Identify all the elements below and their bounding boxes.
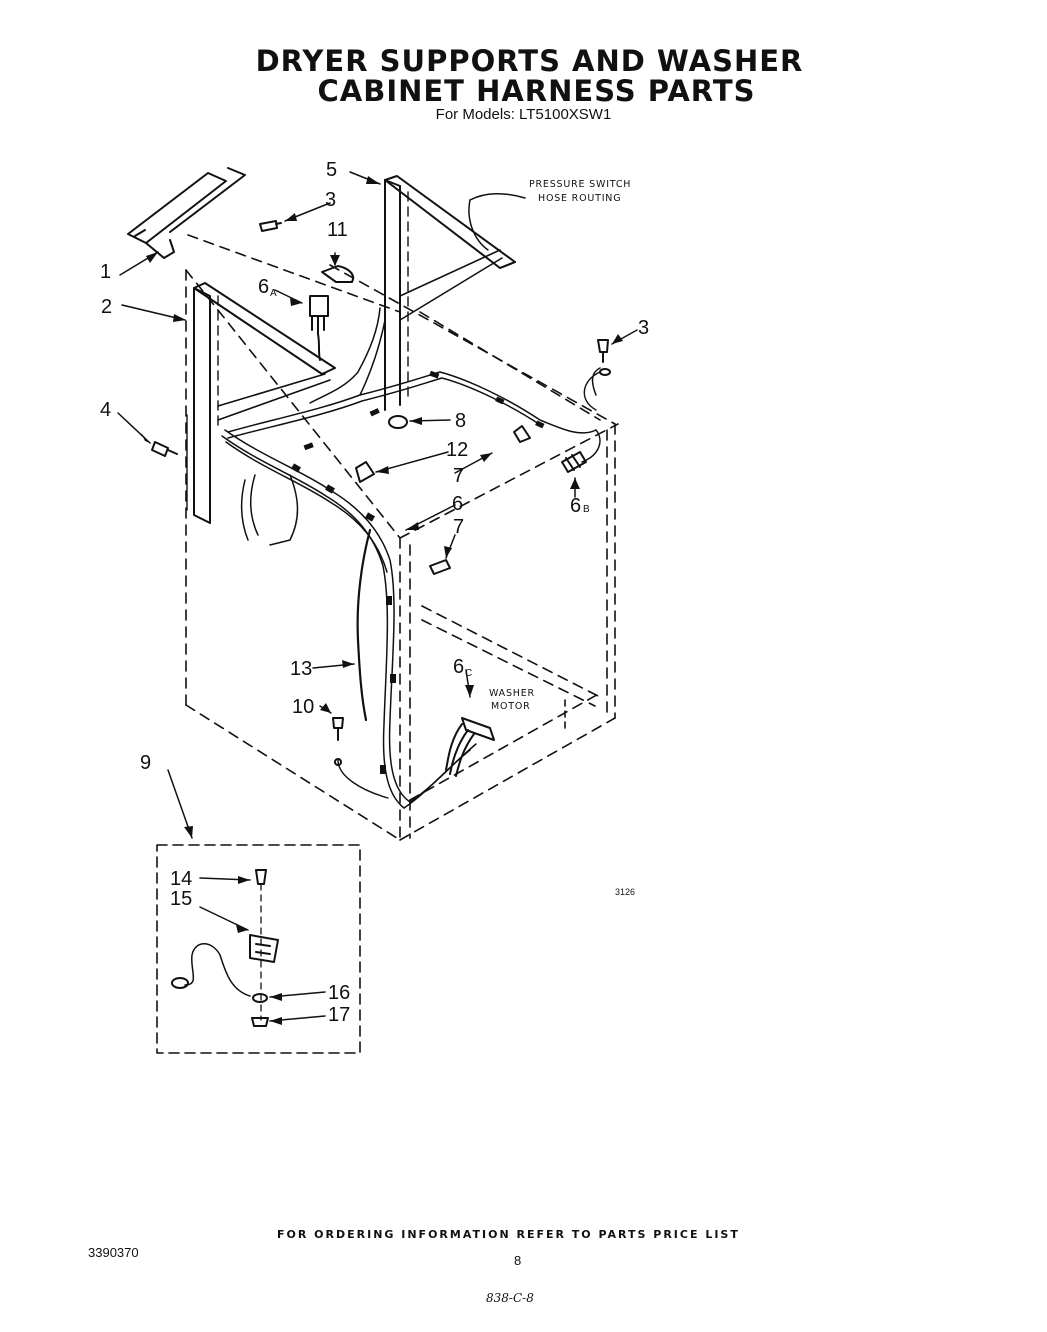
leader-lines: [117, 171, 638, 1022]
callout-6b-suffix: B: [583, 504, 590, 515]
page-number: 8: [514, 1253, 522, 1268]
grommet-8: [388, 415, 408, 429]
callout-2: 2: [101, 296, 112, 318]
ground-kit-inset: [156, 844, 361, 1054]
callout-14: 14: [170, 868, 192, 890]
connector-6a: [309, 295, 329, 361]
callout-1: 1: [100, 261, 111, 283]
figure-ref-number: 3126: [615, 887, 635, 897]
callout-6a-suffix: A: [270, 288, 277, 299]
callout-7-upper: 7: [453, 465, 464, 487]
callout-10: 10: [292, 696, 314, 718]
screw-4: [151, 441, 178, 457]
callout-11: 11: [327, 219, 348, 241]
clip-7-upper: [513, 425, 531, 443]
callout-6c-suffix: C: [465, 668, 472, 679]
callout-8: 8: [455, 410, 466, 432]
dryer-support-right: [384, 175, 516, 411]
clip-7-lower: [429, 559, 451, 575]
screw-top: [259, 220, 282, 232]
callout-16: 16: [328, 982, 350, 1004]
note-pressure-switch-2: HOSE ROUTING: [538, 193, 621, 204]
callout-6: 6: [452, 493, 463, 515]
callout-17: 17: [328, 1004, 350, 1026]
callout-7-lower: 7: [453, 516, 464, 538]
clip-11: [321, 265, 354, 283]
note-washer-motor-2: MOTOR: [491, 701, 531, 712]
connector-6b: [561, 451, 587, 473]
connector-6c: [445, 717, 495, 777]
leader-arrowheads: [141, 176, 623, 1025]
page-title-line2: CABINET HARNESS PARTS: [317, 74, 756, 108]
screw-10: [332, 717, 389, 799]
note-washer-motor-1: WASHER: [489, 688, 535, 699]
hose-13: [356, 528, 372, 722]
callout-9: 9: [140, 752, 151, 774]
models-subtitle: For Models: LT5100XSW1: [435, 106, 612, 123]
callout-6c: 6: [453, 656, 464, 678]
callout-5: 5: [326, 159, 337, 181]
callout-12: 12: [446, 439, 468, 461]
callout-labels: 5 3 11 1 2 6 A 4 3 8 12 7 6 7 6 B 6 C 13…: [100, 159, 649, 1026]
page-title-line1: DRYER SUPPORTS AND WASHER: [255, 44, 804, 78]
dryer-support-left: [186, 282, 336, 524]
callout-6b: 6: [570, 495, 581, 517]
screw-3-right: [583, 339, 611, 411]
note-pressure-switch-1: PRESSURE SWITCH: [529, 179, 631, 190]
callout-3-right: 3: [638, 317, 649, 339]
callout-6a: 6: [258, 276, 269, 298]
callout-13: 13: [290, 658, 312, 680]
callout-15: 15: [170, 888, 192, 910]
wire-harness: [221, 193, 601, 809]
ordering-note: FOR ORDERING INFORMATION REFER TO PARTS …: [277, 1228, 740, 1241]
callout-4: 4: [100, 399, 111, 421]
part-number: 3390370: [88, 1245, 139, 1260]
washer-cabinet: [185, 234, 619, 841]
callout-3-top: 3: [325, 189, 336, 211]
dryer-support-bracket: [127, 167, 246, 259]
harness-clips: [291, 370, 545, 774]
handwritten-note: 838-C-8: [486, 1291, 534, 1305]
clip-12: [355, 461, 375, 483]
